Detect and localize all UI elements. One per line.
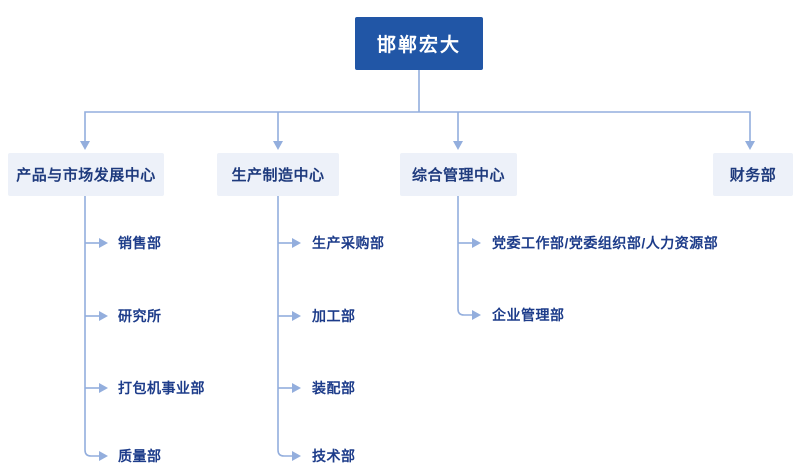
child-node-assembly-dept: 装配部 — [312, 380, 356, 396]
child-node-technology-dept: 技术部 — [312, 448, 356, 464]
branch-node-general-management-center: 综合管理中心 — [400, 153, 517, 196]
branch-node-finance-dept: 财务部 — [713, 153, 793, 196]
child-node-research-institute: 研究所 — [118, 308, 162, 324]
child-node-sales-dept: 销售部 — [118, 235, 162, 251]
child-node-processing-dept: 加工部 — [312, 308, 356, 324]
child-node-production-procurement-dept: 生产采购部 — [312, 235, 385, 251]
branch-node-manufacturing-center: 生产制造中心 — [217, 153, 339, 196]
child-node-baler-business-dept: 打包机事业部 — [118, 380, 205, 396]
child-node-enterprise-management-dept: 企业管理部 — [492, 307, 565, 323]
child-node-party-committee-hr-dept: 党委工作部/党委组织部/人力资源部 — [492, 235, 719, 251]
tree-lines — [84, 70, 751, 457]
child-node-quality-dept: 质量部 — [118, 448, 162, 464]
root-node: 邯郸宏大 — [355, 17, 483, 70]
branch-node-product-market-center: 产品与市场发展中心 — [8, 153, 164, 196]
